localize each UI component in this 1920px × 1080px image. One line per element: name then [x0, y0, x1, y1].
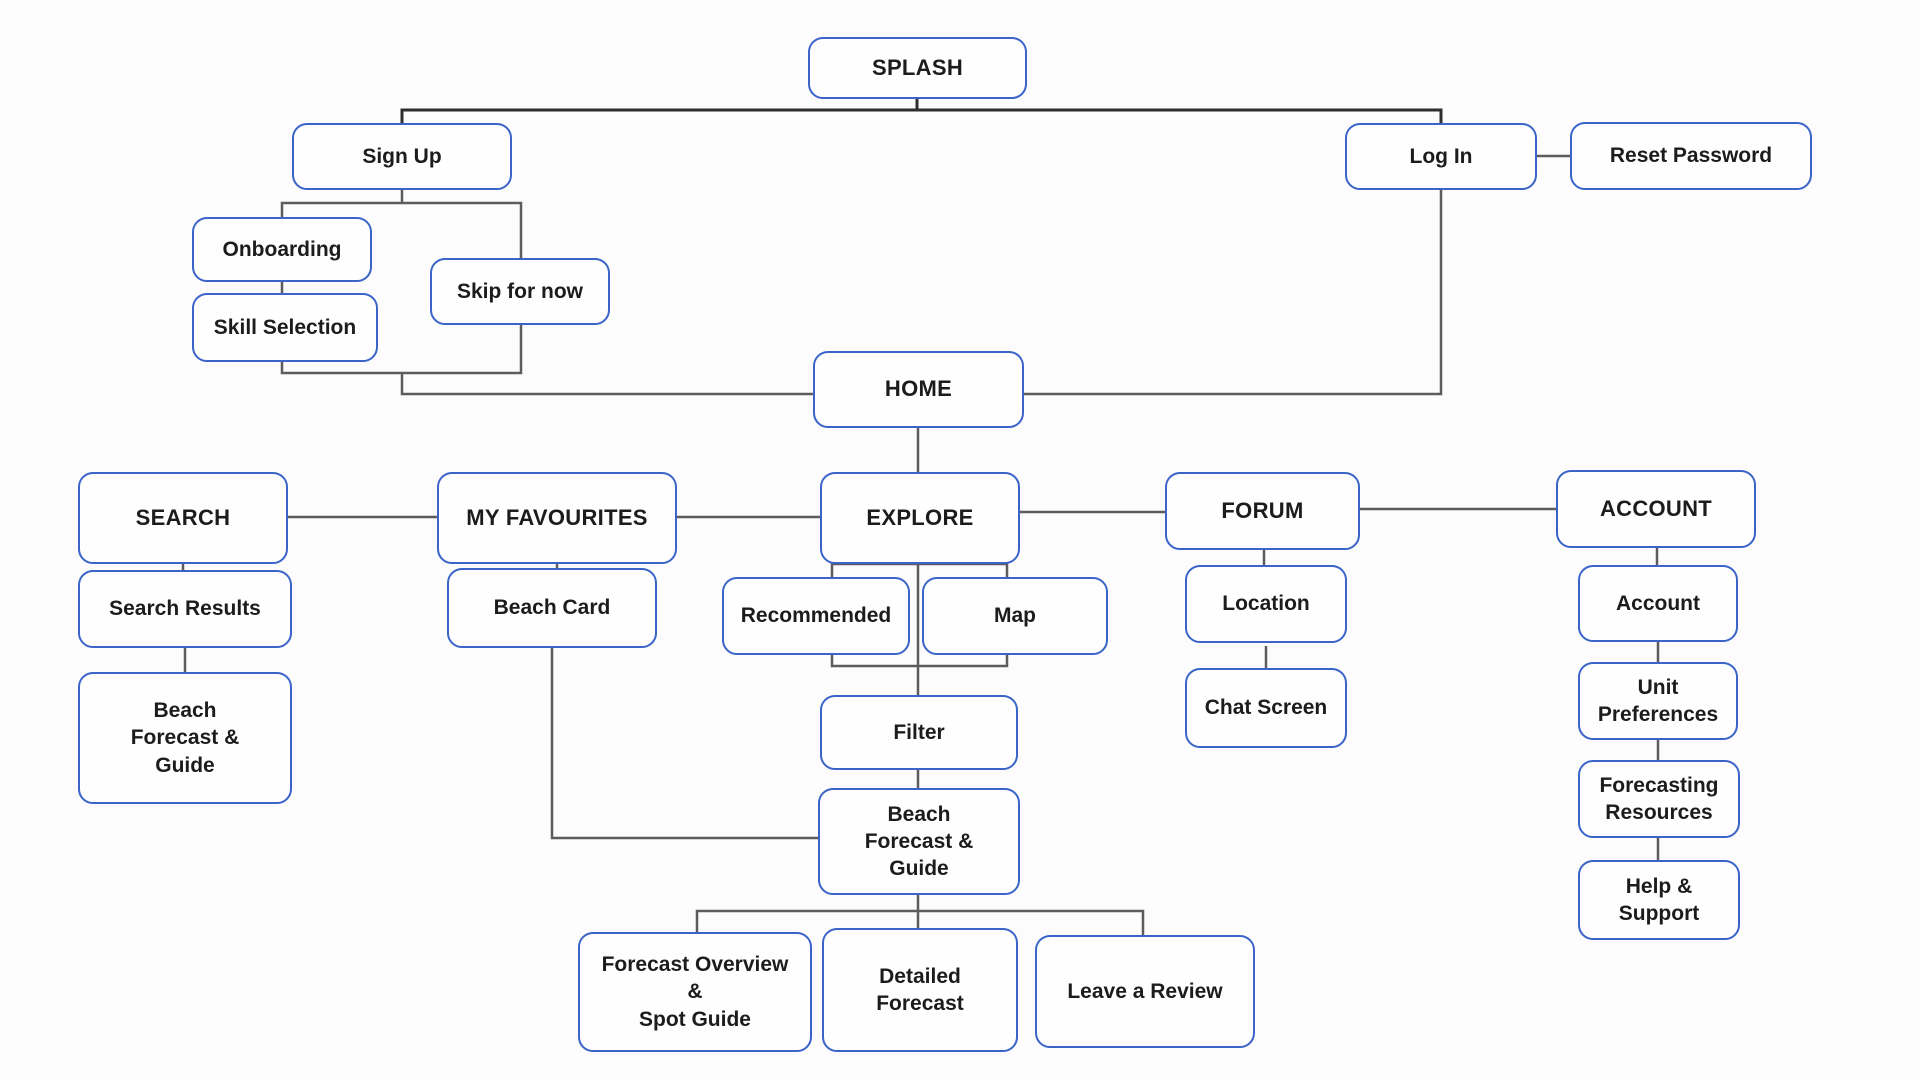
node-label: Beach Forecast & Guide [130, 699, 240, 777]
node-label: Skip for now [457, 279, 583, 303]
node-forecast-overview-spot-guide: Forecast Overview & Spot Guide [578, 932, 812, 1052]
node-forum: FORUM [1165, 472, 1360, 550]
node-label: Account [1616, 591, 1700, 615]
node-my-favourites: MY FAVOURITES [437, 472, 677, 564]
node-label: Forecasting Resources [1599, 773, 1719, 824]
node-leave-a-review: Leave a Review [1035, 935, 1255, 1048]
node-account-settings: Account [1578, 565, 1738, 642]
node-label: Log In [1409, 144, 1473, 168]
node-label: Sign Up [362, 144, 442, 168]
node-log-in: Log In [1345, 123, 1537, 190]
node-label: ACCOUNT [1599, 495, 1713, 521]
node-label: Location [1222, 592, 1310, 616]
node-label: HOME [884, 376, 953, 402]
node-skill-selection: Skill Selection [192, 293, 378, 362]
node-label: EXPLORE [866, 504, 974, 530]
node-beach-forecast-guide-search: Beach Forecast & Guide [78, 672, 292, 804]
node-label: Unit Preferences [1597, 675, 1719, 726]
node-filter: Filter [820, 695, 1018, 770]
node-reset-password: Reset Password [1570, 122, 1812, 190]
node-location: Location [1185, 565, 1347, 643]
node-search: SEARCH [78, 472, 288, 564]
node-label: Search Results [109, 597, 261, 621]
node-label: Chat Screen [1204, 696, 1328, 720]
node-map: Map [922, 577, 1108, 655]
node-label: Onboarding [222, 237, 342, 261]
node-label: Recommended [740, 604, 892, 628]
node-chat-screen: Chat Screen [1185, 668, 1347, 748]
node-label: MY FAVOURITES [466, 504, 648, 530]
node-search-results: Search Results [78, 570, 292, 648]
node-label: Detailed Forecast [876, 964, 964, 1015]
node-account: ACCOUNT [1556, 470, 1756, 548]
node-beach-card: Beach Card [447, 568, 657, 648]
node-recommended: Recommended [722, 577, 910, 655]
node-label: FORUM [1221, 497, 1304, 523]
node-label: SPLASH [871, 54, 964, 80]
node-label: Help & Support [1618, 874, 1700, 925]
node-label: Filter [893, 720, 945, 744]
node-unit-preferences: Unit Preferences [1578, 662, 1738, 740]
node-onboarding: Onboarding [192, 217, 372, 282]
node-beach-forecast-guide-explore: Beach Forecast & Guide [818, 788, 1020, 895]
node-label: Forecast Overview & Spot Guide [601, 953, 789, 1031]
node-label: Beach Card [493, 596, 611, 620]
node-label: Map [994, 604, 1036, 628]
node-label: SEARCH [135, 504, 231, 530]
node-label: Leave a Review [1067, 979, 1223, 1003]
node-detailed-forecast: Detailed Forecast [822, 928, 1018, 1052]
node-skip-for-now: Skip for now [430, 258, 610, 325]
node-help-support: Help & Support [1578, 860, 1740, 940]
node-home: HOME [813, 351, 1024, 428]
node-label: Beach Forecast & Guide [864, 802, 974, 881]
node-sign-up: Sign Up [292, 123, 512, 190]
node-label: Reset Password [1609, 144, 1773, 168]
node-label: Skill Selection [213, 315, 357, 339]
node-explore: EXPLORE [820, 472, 1020, 564]
node-forecasting-resources: Forecasting Resources [1578, 760, 1740, 838]
node-splash: SPLASH [808, 37, 1027, 99]
